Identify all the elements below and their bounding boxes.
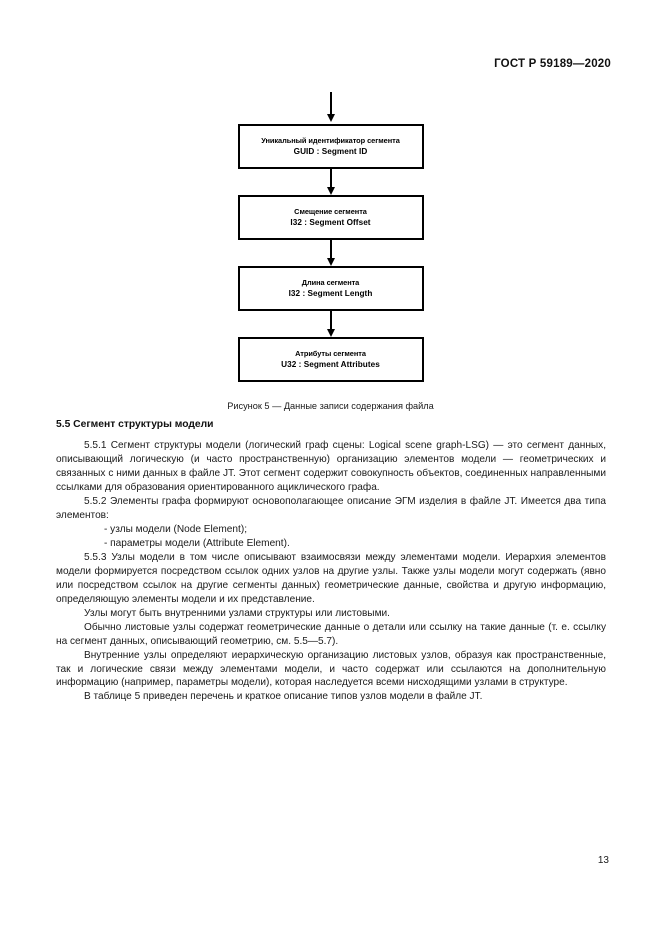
flowchart-column: Уникальный идентификатор сегмента GUID :… <box>237 92 424 382</box>
flow-box-label-en: I32 : Segment Length <box>288 288 373 298</box>
paragraph-leaf-nodes: Обычно листовые узлы содержат геометриче… <box>56 621 606 647</box>
arrow-head-icon <box>326 258 335 266</box>
arrow-head-icon <box>326 329 335 337</box>
flow-box-label-ru: Смещение сегмента <box>294 206 367 216</box>
paragraph-nodes-internal-or-leaf: Узлы могут быть внутренними узлами струк… <box>84 607 390 619</box>
body-text: 5.5 Сегмент структуры модели 5.5.1 Сегме… <box>56 419 606 704</box>
paragraph-5-5-2: 5.5.2 Элементы графа формируют основопол… <box>56 495 606 521</box>
paragraph-internal-nodes: Внутренние узлы определяют иерархическую… <box>56 649 606 689</box>
flow-box-label-ru: Уникальный идентификатор сегмента <box>261 135 400 145</box>
page-header-standard-number: ГОСТ Р 59189—2020 <box>494 58 611 70</box>
figure-caption: Рисунок 5 — Данные записи содержания фай… <box>227 401 434 411</box>
flow-box-label-ru: Атрибуты сегмента <box>295 348 366 358</box>
flow-box-segment-length: Длина сегмента I32 : Segment Length <box>237 266 424 311</box>
flow-arrow-2 <box>238 240 424 266</box>
page-number: 13 <box>597 855 609 866</box>
element-types-list: - узлы модели (Node Element); - параметр… <box>56 523 606 551</box>
arrow-stem <box>329 311 332 331</box>
figure-5-flowchart: Уникальный идентификатор сегмента GUID :… <box>0 92 661 411</box>
paragraph-5-5-3: 5.5.3 Узлы модели в том числе описывают … <box>56 551 606 605</box>
flow-arrow-3 <box>238 311 424 337</box>
flow-box-label-en: GUID : Segment ID <box>293 146 368 156</box>
flow-arrow-incoming <box>238 92 424 124</box>
arrow-stem <box>329 240 332 260</box>
arrow-stem <box>329 169 332 189</box>
flow-box-segment-offset: Смещение сегмента I32 : Segment Offset <box>237 195 424 240</box>
list-item: - узлы модели (Node Element); <box>104 523 247 535</box>
flow-box-segment-attributes: Атрибуты сегмента U32 : Segment Attribut… <box>237 337 424 382</box>
section-heading-5-5: 5.5 Сегмент структуры модели <box>56 419 214 430</box>
flow-arrow-1 <box>238 169 424 195</box>
paragraph-table-5-reference: В таблице 5 приведен перечень и краткое … <box>84 691 483 703</box>
flow-box-label-ru: Длина сегмента <box>301 277 360 287</box>
arrow-head-icon <box>326 114 335 122</box>
paragraph-5-5-1: 5.5.1 Сегмент структуры модели (логическ… <box>56 440 606 493</box>
list-item: - параметры модели (Attribute Element). <box>104 537 290 549</box>
arrow-head-icon <box>326 187 335 195</box>
arrow-stem <box>329 92 332 116</box>
flow-box-label-en: U32 : Segment Attributes <box>281 359 380 369</box>
flow-box-label-en: I32 : Segment Offset <box>290 217 371 227</box>
flow-box-segment-id: Уникальный идентификатор сегмента GUID :… <box>237 124 424 169</box>
